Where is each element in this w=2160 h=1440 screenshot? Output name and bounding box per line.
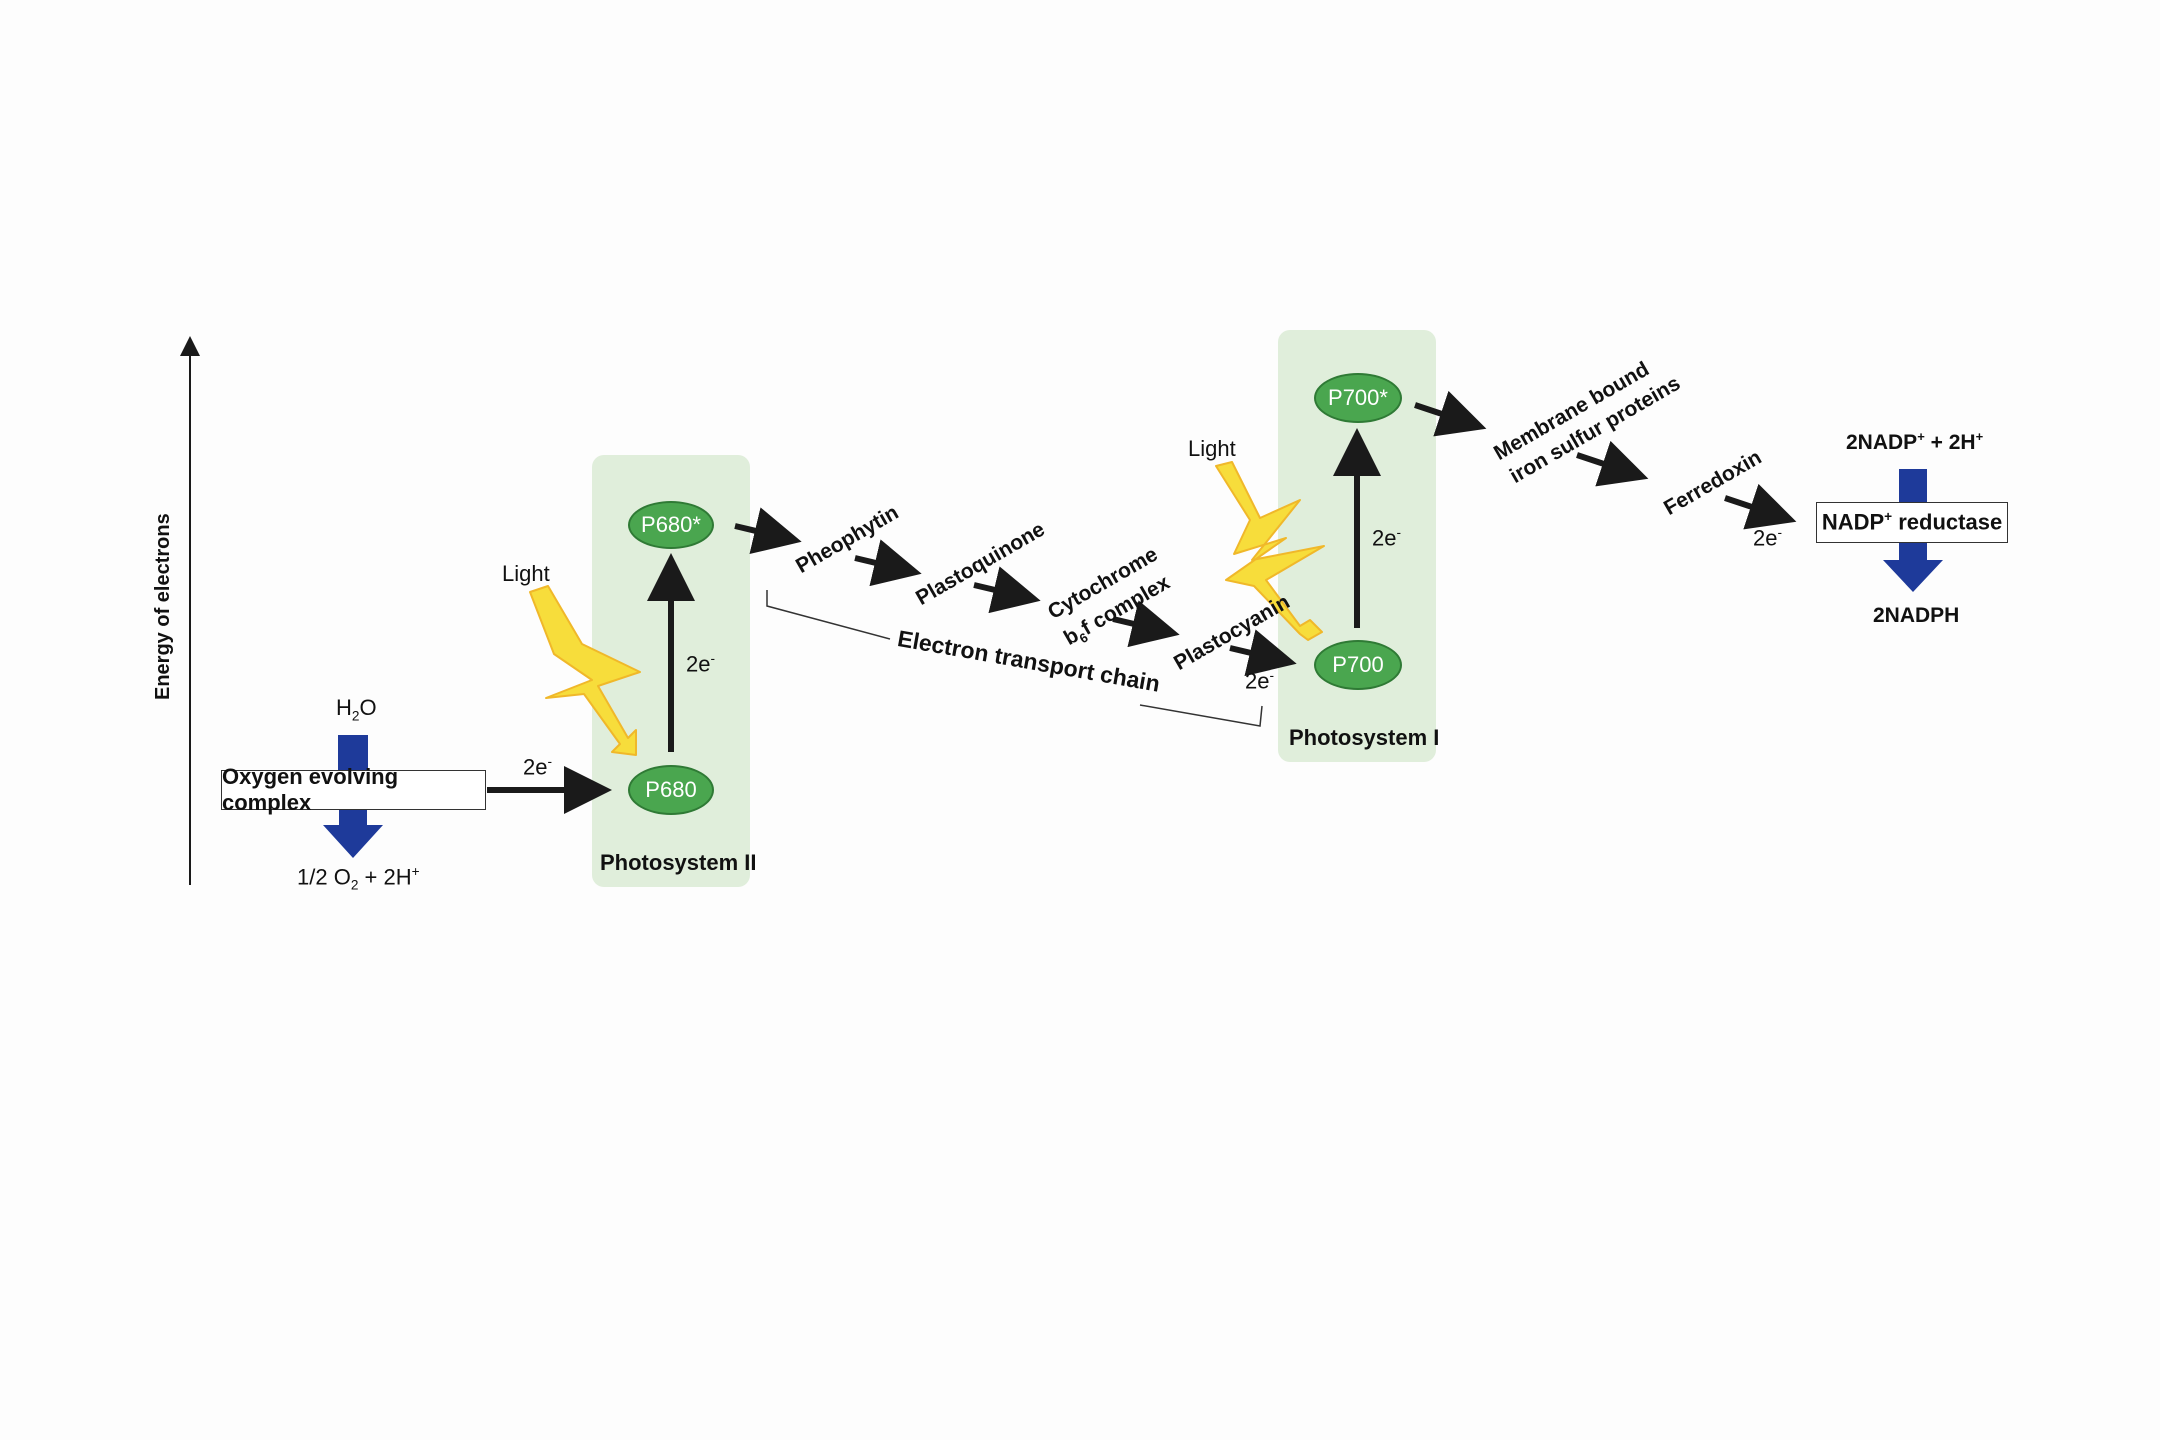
nadph-output-arrow xyxy=(1883,543,1943,592)
plastocyanin-electrons-label: 2e- xyxy=(1245,668,1275,694)
reductase-electrons-label: 2e- xyxy=(1753,525,1783,551)
psi-electrons-label: 2e- xyxy=(1372,525,1402,551)
energy-axis-label: Energy of electrons xyxy=(152,513,174,700)
nadph-output-label: 2NADPH xyxy=(1873,604,1960,627)
light-label-1: Light xyxy=(502,561,550,586)
oxygen-evolving-complex-box: Oxygen evolving complex xyxy=(221,764,486,815)
oec-electrons-label: 2e- xyxy=(523,754,553,780)
plastoquinone-to-cytochrome-arrow xyxy=(973,566,1041,614)
etc-bracket-left xyxy=(766,590,891,640)
light-label-2: Light xyxy=(1188,436,1236,461)
cytochrome-to-plastocyanin-arrow xyxy=(1112,600,1180,648)
p680star-to-pheophytin-arrow xyxy=(734,507,802,555)
photosystem-i-label: Photosystem I xyxy=(1289,725,1440,750)
water-flow-arrow xyxy=(338,735,368,770)
nadp-input-arrow xyxy=(1899,469,1927,502)
water-label: H2O xyxy=(336,695,377,724)
p700-node: P700 xyxy=(1314,640,1402,690)
ferredoxin-to-reductase-arrow xyxy=(1724,483,1797,530)
p680-excited-label: P680* xyxy=(641,512,701,537)
p700star-to-membrane-arrow xyxy=(1414,390,1487,437)
nadp-reductase-label: NADP+ reductase xyxy=(1821,509,2003,535)
light-bolt-1 xyxy=(529,585,641,756)
pheophytin-to-plastoquinone-arrow xyxy=(854,539,922,587)
light-bolt-2 xyxy=(1215,461,1325,641)
p700-excited-label: P700* xyxy=(1328,385,1388,410)
p680-label: P680 xyxy=(645,777,697,802)
psii-electrons-label: 2e- xyxy=(686,651,716,677)
oxygen-evolving-complex-label: Oxygen evolving complex xyxy=(222,764,399,815)
etc-bracket-right xyxy=(1139,704,1263,727)
photosystem-ii-label: Photosystem II xyxy=(600,850,757,875)
membrane-to-ferredoxin-arrow xyxy=(1576,440,1649,487)
nadp-input-label: 2NADP+ + 2H+ xyxy=(1846,429,1984,454)
p700-excited-node: P700* xyxy=(1314,373,1402,423)
oxygen-flow-arrow xyxy=(323,808,383,858)
p700-label: P700 xyxy=(1332,652,1384,677)
oxygen-output-label: 1/2 O2 + 2H+ xyxy=(297,864,420,893)
p680-node: P680 xyxy=(628,765,714,815)
nadp-reductase-box: NADP+ reductase xyxy=(1816,502,2008,543)
p680-excited-node: P680* xyxy=(628,501,714,549)
plastocyanin-to-p700-arrow xyxy=(1229,629,1297,677)
